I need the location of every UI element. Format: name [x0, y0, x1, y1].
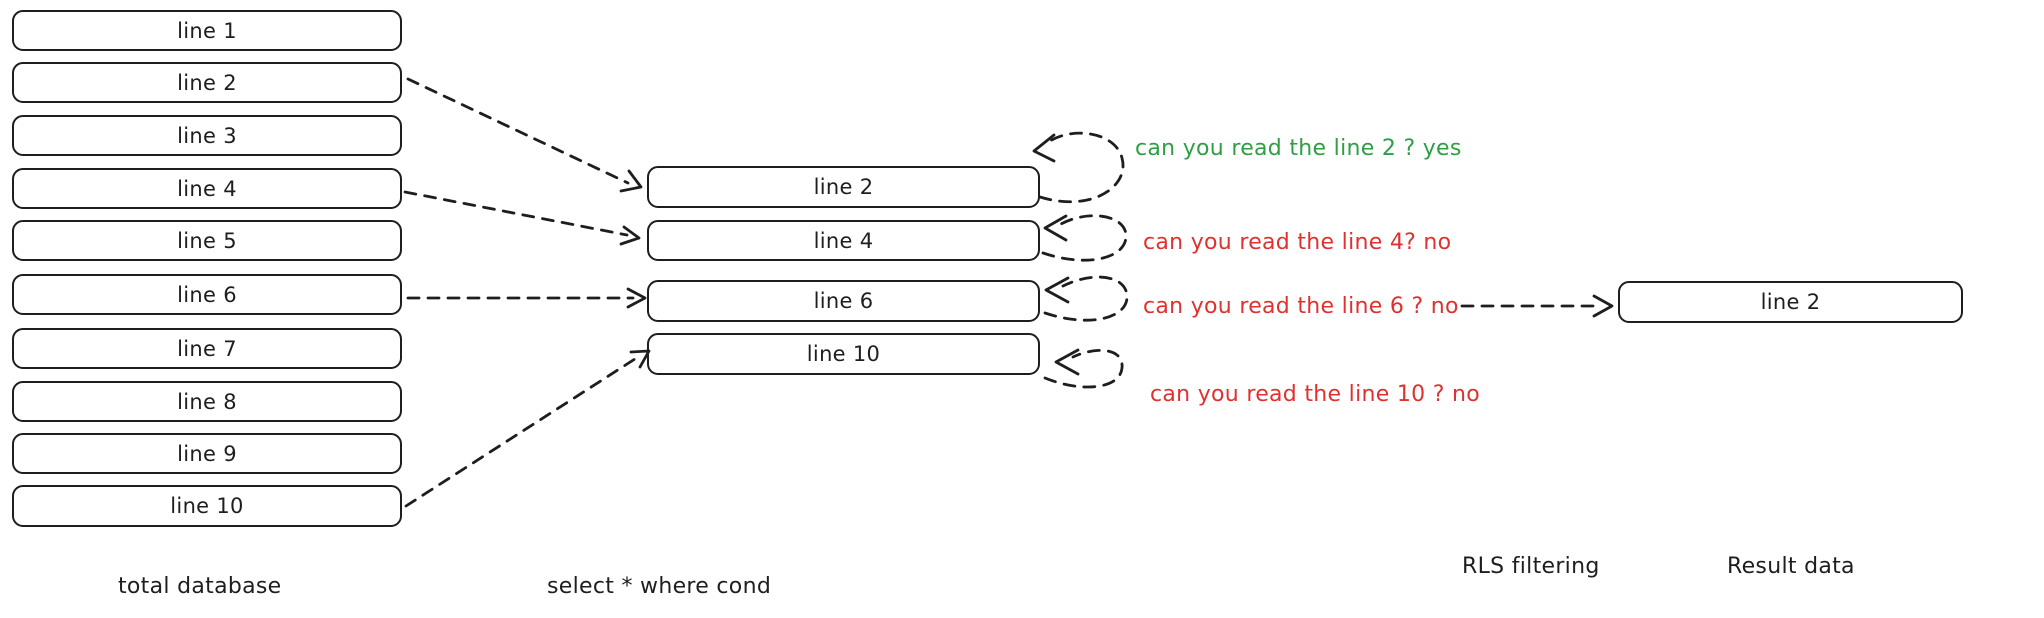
- db-row-9-label: line 9: [177, 441, 237, 466]
- db-row-2: line 2: [12, 62, 402, 103]
- filtered-row-line-4: line 4: [647, 220, 1040, 261]
- filtered-row-line-2: line 2: [647, 166, 1040, 208]
- db-row-10-label: line 10: [170, 494, 244, 518]
- db-row-4: line 4: [12, 168, 402, 209]
- db-row-3-label: line 3: [177, 123, 237, 148]
- loop-check-line4-icon: [1041, 214, 1128, 262]
- filtered-row-line-10: line 10: [647, 333, 1040, 375]
- result-row-line-2-label: line 2: [1760, 290, 1821, 314]
- rls-check-line-6: can you read the line 6 ? no: [1143, 294, 1459, 319]
- caption-rls-filtering: RLS filtering: [1462, 554, 1600, 579]
- db-row-6-label: line 6: [177, 282, 237, 307]
- arrow-rls-to-result: [1460, 294, 1614, 318]
- db-row-3: line 3: [12, 115, 402, 156]
- db-row-4-label: line 4: [177, 176, 237, 201]
- db-row-7: line 7: [12, 328, 402, 369]
- arrow-db-line10-to-filtered: [404, 349, 651, 508]
- db-row-5-label: line 5: [177, 228, 237, 253]
- db-row-5: line 5: [12, 220, 402, 261]
- filtered-row-line-10-label: line 10: [806, 342, 881, 366]
- loop-check-line10-icon: [1043, 348, 1124, 389]
- arrow-db-line4-to-filtered: [403, 190, 641, 246]
- filtered-row-line-2-label: line 2: [813, 175, 874, 199]
- rls-check-line-4: can you read the line 4? no: [1143, 230, 1452, 255]
- caption-result-data: Result data: [1727, 554, 1855, 579]
- arrow-db-line2-to-filtered: [406, 77, 643, 193]
- rls-check-line-2: can you read the line 2 ? yes: [1135, 136, 1462, 161]
- db-row-1: line 1: [12, 10, 402, 51]
- loop-check-line2-icon: [1032, 131, 1125, 204]
- db-row-8-label: line 8: [177, 389, 237, 414]
- db-row-2-label: line 2: [177, 70, 237, 95]
- db-row-10: line 10: [12, 485, 402, 527]
- result-row-line-2: line 2: [1618, 281, 1963, 323]
- caption-total-database: total database: [118, 574, 282, 599]
- rls-check-line-10: can you read the line 10 ? no: [1150, 382, 1481, 407]
- db-row-9: line 9: [12, 433, 402, 474]
- db-row-6: line 6: [12, 274, 402, 315]
- caption-select-where-cond: select * where cond: [547, 574, 772, 599]
- db-row-1-label: line 1: [177, 18, 237, 43]
- filtered-row-line-6: line 6: [647, 280, 1040, 322]
- filtered-row-line-4-label: line 4: [813, 228, 874, 253]
- db-row-7-label: line 7: [177, 336, 237, 361]
- arrow-db-line6-to-filtered: [406, 287, 647, 309]
- db-row-8: line 8: [12, 381, 402, 422]
- filtered-row-line-6-label: line 6: [813, 289, 874, 313]
- loop-check-line6-icon: [1043, 275, 1129, 322]
